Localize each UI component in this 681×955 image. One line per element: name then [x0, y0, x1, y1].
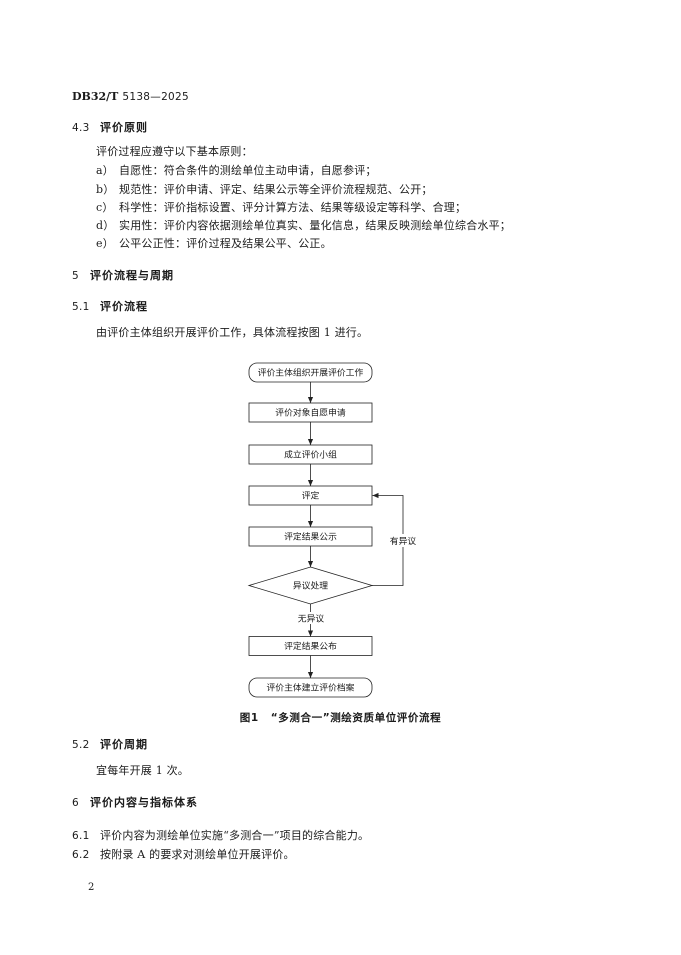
list-item-label: c） — [96, 201, 114, 214]
section-5-2-body: 宜每年开展 1 次。 — [96, 764, 189, 777]
list-item-text: 科学性：评价指标设置、评分计算方法、结果等级设定等科学、合理； — [119, 201, 467, 214]
document-code-number: 5138—2025 — [122, 91, 190, 103]
section-5-2-title: 评价周期 — [100, 738, 148, 751]
flow-node-archive — [248, 677, 373, 698]
list-item-text: 公平公正性：评价过程及结果公平、公正。 — [119, 237, 332, 250]
clause-6-1-text: 评价内容为测绘单位实施“多测合一”项目的综合能力。 — [100, 829, 370, 842]
list-item-text: 自愿性：符合条件的测绘单位主动申请，自愿参评； — [119, 164, 377, 177]
document-code-prefix: DB32/T — [72, 90, 119, 103]
section-4-3-intro: 评价过程应遵守以下基本原则： — [96, 145, 253, 158]
flow-node-apply-label: 评价对象自愿申请 — [275, 407, 346, 419]
clause-6-2-number: 6.2 — [72, 849, 90, 861]
list-item-text: 规范性：评价申请、评定、结果公示等全评价流程规范、公开； — [119, 183, 433, 196]
section-6-number: 6 — [72, 797, 79, 809]
figure-caption-title: “多测合一”测绘资质单位评价流程 — [270, 712, 442, 724]
flow-node-start-label: 评价主体组织开展评价工作 — [258, 367, 364, 379]
figure-caption: 图1 “多测合一”测绘资质单位评价流程 — [0, 711, 681, 725]
flow-node-assess-label: 评定 — [302, 490, 320, 502]
list-item-label: e） — [96, 237, 114, 250]
section-5-1-title: 评价流程 — [100, 300, 148, 313]
list-item-label: d） — [96, 219, 115, 232]
flow-node-publicity-label: 评定结果公示 — [284, 531, 337, 543]
section-6-title: 评价内容与指标体系 — [90, 796, 198, 809]
flow-node-archive-label: 评价主体建立评价档案 — [267, 682, 355, 694]
flow-node-publish-label: 评定结果公布 — [284, 640, 337, 652]
list-item-text: 实用性：评价内容依据测绘单位真实、量化信息，结果反映测绘单位综合水平； — [119, 219, 511, 232]
figure-caption-number: 图1 — [239, 712, 259, 724]
section-5-2-number: 5.2 — [72, 739, 90, 751]
flow-node-team-label: 成立评价小组 — [284, 449, 337, 461]
edge-label-has-objection: 有异议 — [390, 535, 417, 547]
flow-node-objection-label: 异议处理 — [293, 580, 328, 592]
section-5-title: 评价流程与周期 — [90, 269, 174, 282]
edge-label-no-objection: 无异议 — [298, 614, 325, 625]
list-item-label: a） — [96, 164, 114, 177]
page-number: 2 — [88, 882, 95, 893]
section-5-1-body: 由评价主体组织开展评价工作，具体流程按图 1 进行。 — [96, 326, 369, 339]
section-5-number: 5 — [72, 270, 79, 282]
section-4-3-number: 4.3 — [72, 122, 90, 134]
clause-6-1-number: 6.1 — [72, 830, 90, 842]
edge-label-background — [388, 534, 418, 547]
clause-6-2-text: 按附录 A 的要求对测绘单位开展评价。 — [100, 848, 295, 861]
section-5-1-number: 5.1 — [72, 301, 90, 313]
list-item-label: b） — [96, 183, 115, 196]
edge-label-background — [296, 612, 326, 624]
section-4-3-title: 评价原则 — [100, 121, 148, 134]
